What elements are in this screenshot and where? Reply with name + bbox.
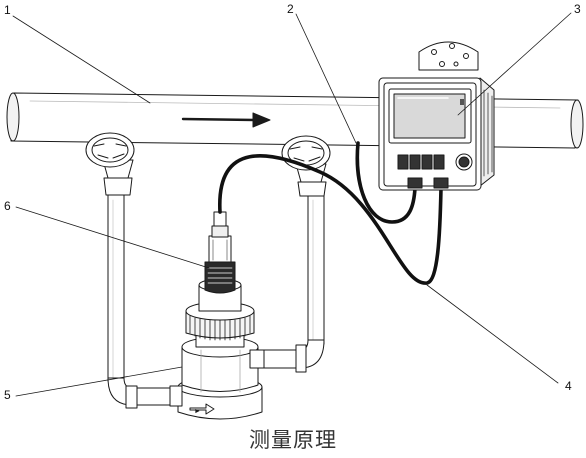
outlet-tube [261,195,325,373]
callout-6: 6 [4,199,11,213]
flow-direction-arrow-icon [181,112,271,128]
callout-5: 5 [4,388,11,402]
svg-text:►: ► [194,408,201,415]
transmitter [378,41,495,191]
callout-numbers: 1 2 3 4 5 6 [4,2,581,402]
callout-3: 3 [574,2,581,16]
sensor-probe [204,211,236,294]
callout-4: 4 [565,379,572,393]
sensor-cable [218,154,443,285]
diagram-caption: 测量原理 [249,428,337,452]
callout-2: 2 [287,2,294,16]
inlet-tube [107,194,179,409]
sampling-valve-left [85,132,135,196]
power-cable [355,141,417,224]
callout-leaders [12,12,572,397]
flow-cell-assembly: ► [169,278,265,420]
callout-1: 1 [4,3,11,17]
